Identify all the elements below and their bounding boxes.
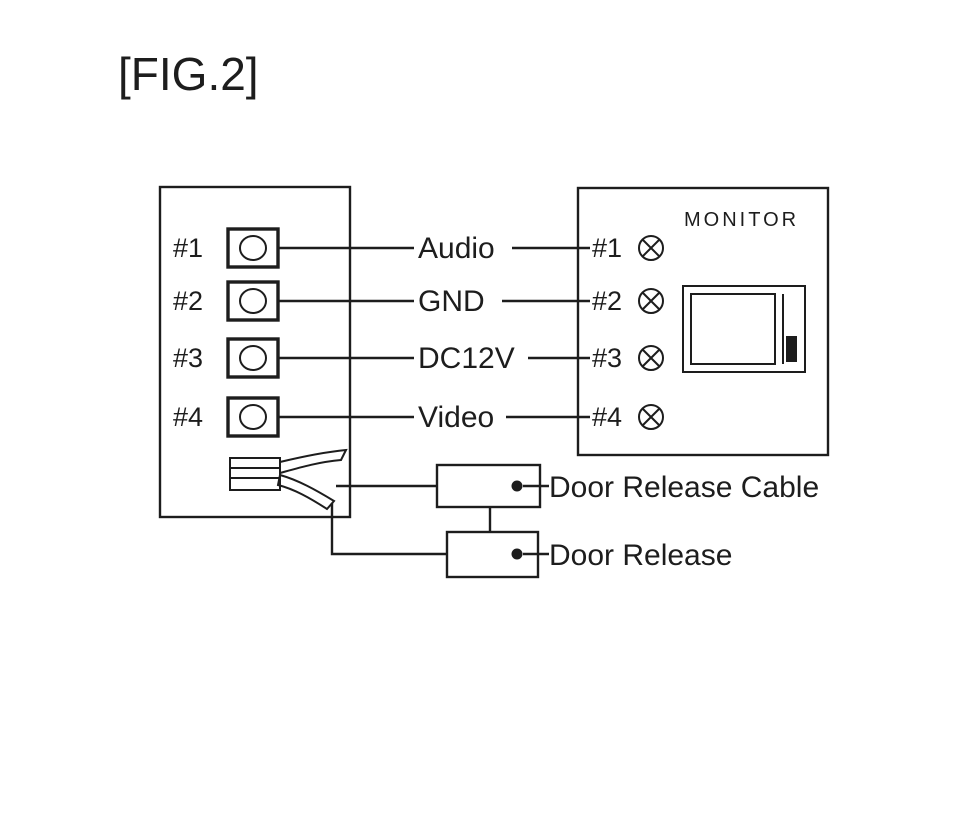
door-release-cable-dot xyxy=(511,480,523,492)
door-station-box xyxy=(158,185,352,519)
monitor-terminal-2-symbol xyxy=(638,288,664,314)
left-terminal-3-circle xyxy=(239,345,267,371)
left-terminal-3-label: #3 xyxy=(173,343,203,373)
wire-to-door-release xyxy=(330,503,447,556)
wire-gnd-label: GND xyxy=(418,285,485,318)
cable-fork-icon xyxy=(229,448,348,511)
monitor-terminal-4-symbol xyxy=(638,404,664,430)
left-terminal-2-label: #2 xyxy=(173,286,203,316)
door-release-dot xyxy=(511,548,523,560)
wire-audio-label: Audio xyxy=(418,232,495,265)
left-terminal-4-circle xyxy=(239,404,267,430)
door-release-cable-label: Door Release Cable xyxy=(549,471,819,504)
monitor-box xyxy=(576,186,830,457)
left-terminal-1-circle xyxy=(239,235,267,261)
monitor-terminal-1-symbol xyxy=(638,235,664,261)
figure-title: [FIG.2] xyxy=(118,48,259,100)
left-terminal-1-square xyxy=(226,227,280,269)
wire-video-label: Video xyxy=(418,401,494,434)
monitor-terminal-1-label: #1 xyxy=(592,233,622,263)
left-terminal-2-circle xyxy=(239,288,267,314)
wire-dc12v-label: DC12V xyxy=(418,342,515,375)
monitor-terminal-4-label: #4 xyxy=(592,402,622,432)
monitor-terminal-3-label: #3 xyxy=(592,343,622,373)
left-terminal-4-label: #4 xyxy=(173,402,203,432)
left-terminal-3-square xyxy=(226,337,280,379)
door-release-label: Door Release xyxy=(549,539,732,572)
left-terminal-4-square xyxy=(226,396,280,438)
monitor-terminal-3-symbol xyxy=(638,345,664,371)
left-terminal-2-square xyxy=(226,280,280,322)
monitor-title: MONITOR xyxy=(684,209,799,231)
monitor-terminal-2-label: #2 xyxy=(592,286,622,316)
left-terminal-1-label: #1 xyxy=(173,233,203,263)
monitor-screen-icon xyxy=(682,285,806,373)
